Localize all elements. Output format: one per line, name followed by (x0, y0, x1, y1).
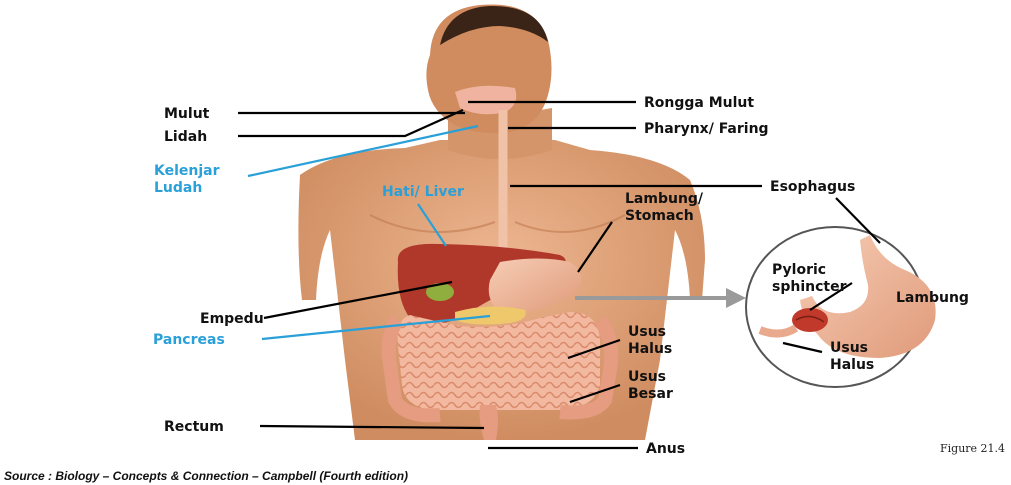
label-kelenjar-line2: Ludah (154, 180, 202, 196)
label-inset-usus-line2: Halus (830, 357, 874, 373)
label-lambung: Lambung (896, 290, 969, 306)
label-hati: Hati/ Liver (382, 184, 464, 200)
label-lambung-stomach-line2: Stomach (625, 208, 694, 224)
label-pyloric-line2: sphincter (772, 279, 847, 295)
label-anus: Anus (646, 441, 685, 457)
label-usus-besar-line1: Usus (628, 369, 666, 385)
label-pharynx: Pharynx/ Faring (644, 121, 769, 137)
label-pyloric-line1: Pyloric (772, 262, 826, 278)
label-lidah: Lidah (164, 129, 207, 145)
label-rectum: Rectum (164, 419, 224, 435)
label-pancreas: Pancreas (153, 332, 225, 348)
label-esophagus: Esophagus (770, 179, 855, 195)
label-usus-besar-line2: Besar (628, 386, 673, 402)
source-caption: Source : Biology – Concepts & Connection… (4, 469, 408, 483)
label-rongga-mulut: Rongga Mulut (644, 95, 754, 111)
label-empedu: Empedu (200, 311, 264, 327)
figure-number: Figure 21.4 (940, 442, 1005, 455)
label-usus-halus-line2: Halus (628, 341, 672, 357)
label-kelenjar-line1: Kelenjar (154, 163, 220, 179)
label-usus-halus-line1: Usus (628, 324, 666, 340)
label-lambung-stomach-line1: Lambung/ (625, 191, 704, 207)
label-inset-usus-line1: Usus (830, 340, 868, 356)
label-mulut: Mulut (164, 106, 210, 122)
